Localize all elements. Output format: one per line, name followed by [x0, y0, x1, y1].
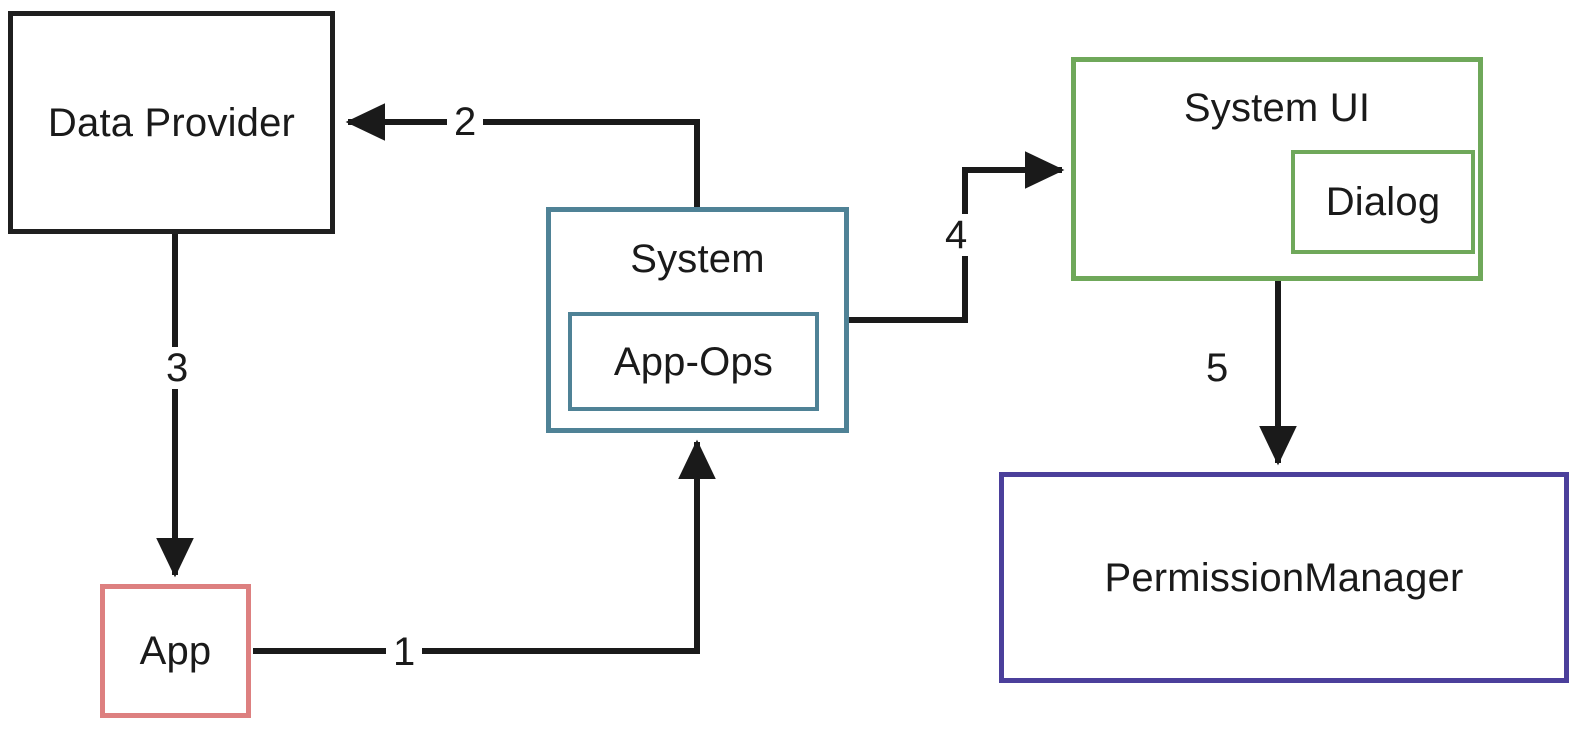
edge-label-4: 4	[938, 214, 975, 256]
edge-label-1: 1	[386, 631, 423, 673]
edge-label-5: 5	[1199, 347, 1236, 389]
edge-1-path	[253, 439, 716, 654]
node-system-ui-label: System UI	[1183, 86, 1371, 130]
node-data-provider-label: Data Provider	[47, 100, 296, 145]
node-app-label: App	[139, 629, 212, 673]
edge-label-3: 3	[159, 347, 196, 389]
node-app[interactable]: App	[100, 584, 251, 718]
node-data-provider[interactable]: Data Provider	[8, 11, 335, 234]
node-permission-manager-label: PermissionManager	[1104, 555, 1464, 600]
edge-label-2: 2	[447, 101, 484, 143]
node-system-label: System	[630, 237, 765, 281]
node-permission-manager[interactable]: PermissionManager	[999, 472, 1569, 683]
node-app-ops-label: App-Ops	[613, 339, 774, 384]
edge-2-path	[345, 103, 700, 207]
node-dialog[interactable]: Dialog	[1291, 150, 1475, 254]
node-dialog-label: Dialog	[1325, 180, 1441, 224]
node-app-ops[interactable]: App-Ops	[568, 312, 819, 411]
